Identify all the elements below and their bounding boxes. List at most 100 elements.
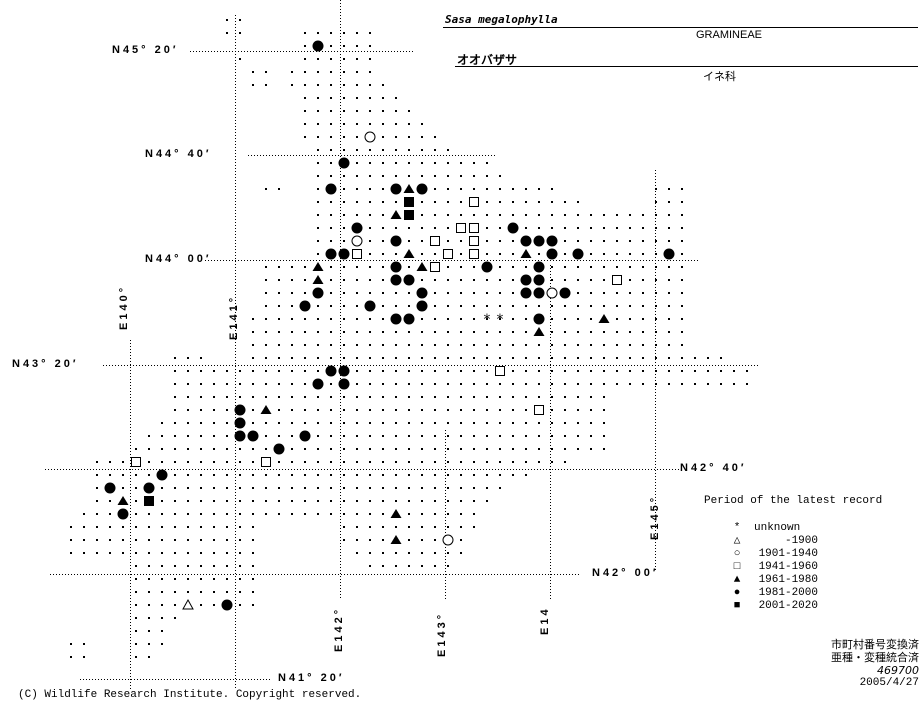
grid-dot (447, 383, 449, 385)
record-filled-circle (559, 287, 571, 299)
grid-dot (343, 461, 345, 463)
grid-dot (369, 448, 371, 450)
grid-dot (278, 266, 280, 268)
grid-dot (512, 396, 514, 398)
grid-dot (434, 318, 436, 320)
grid-dot (252, 383, 254, 385)
grid-dot (434, 279, 436, 281)
grid-dot (395, 526, 397, 528)
grid-dot (486, 253, 488, 255)
grid-dot (590, 292, 592, 294)
grid-dot (395, 409, 397, 411)
grid-dot (486, 461, 488, 463)
grid-dot (603, 357, 605, 359)
grid-dot (603, 253, 605, 255)
grid-dot (226, 500, 228, 502)
grid-dot (343, 188, 345, 190)
grid-dot (681, 253, 683, 255)
grid-dot (642, 214, 644, 216)
grid-dot (434, 357, 436, 359)
grid-dot (317, 422, 319, 424)
grid-dot (486, 487, 488, 489)
grid-dot (486, 175, 488, 177)
grid-dot (70, 656, 72, 658)
grid-dot (369, 552, 371, 554)
grid-dot (499, 422, 501, 424)
record-filled-circle (390, 183, 402, 195)
grid-dot (590, 409, 592, 411)
grid-dot (200, 513, 202, 515)
grid-dot (616, 266, 618, 268)
grid-dot (499, 409, 501, 411)
grid-dot (538, 435, 540, 437)
grid-dot (343, 474, 345, 476)
grid-dot (304, 110, 306, 112)
grid-dot (304, 396, 306, 398)
grid-dot (135, 630, 137, 632)
grid-dot (460, 214, 462, 216)
grid-dot (304, 357, 306, 359)
grid-dot (408, 266, 410, 268)
grid-dot (564, 422, 566, 424)
grid-dot (200, 409, 202, 411)
grid-dot (369, 513, 371, 515)
grid-dot (564, 305, 566, 307)
grid-dot (213, 383, 215, 385)
grid-dot (577, 266, 579, 268)
grid-dot (317, 123, 319, 125)
grid-dot (434, 162, 436, 164)
grid-dot (382, 318, 384, 320)
grid-dot (187, 513, 189, 515)
japanese-name: オオバザサ (457, 53, 518, 67)
grid-dot (200, 435, 202, 437)
grid-dot (473, 292, 475, 294)
grid-dot (486, 201, 488, 203)
grid-dot (213, 474, 215, 476)
grid-dot (681, 344, 683, 346)
grid-dot (291, 487, 293, 489)
grid-dot (421, 279, 423, 281)
grid-dot (226, 591, 228, 593)
grid-dot (395, 474, 397, 476)
grid-dot (642, 383, 644, 385)
grid-dot (174, 487, 176, 489)
grid-dot (252, 500, 254, 502)
grid-dot (330, 474, 332, 476)
grid-dot (395, 97, 397, 99)
grid-dot (434, 539, 436, 541)
grid-dot (551, 318, 553, 320)
grid-dot (460, 474, 462, 476)
grid-dot (421, 396, 423, 398)
grid-dot (577, 396, 579, 398)
record-filled-triangle (520, 249, 532, 258)
grid-dot (434, 227, 436, 229)
grid-dot (460, 175, 462, 177)
grid-dot (408, 149, 410, 151)
grid-dot (304, 461, 306, 463)
grid-dot (304, 58, 306, 60)
grid-dot (590, 357, 592, 359)
grid-dot (161, 617, 163, 619)
grid-dot (187, 383, 189, 385)
grid-dot (330, 71, 332, 73)
grid-dot (655, 318, 657, 320)
record-open-circle (364, 131, 376, 143)
grid-dot (226, 526, 228, 528)
grid-dot (655, 240, 657, 242)
grid-dot (187, 461, 189, 463)
grid-dot (538, 383, 540, 385)
grid-dot (512, 357, 514, 359)
grid-dot (278, 513, 280, 515)
grid-dot (382, 448, 384, 450)
grid-dot (382, 435, 384, 437)
record-open-square (131, 457, 141, 467)
grid-dot (668, 344, 670, 346)
grid-dot (434, 149, 436, 151)
grid-dot (330, 435, 332, 437)
grid-dot (291, 513, 293, 515)
grid-dot (226, 396, 228, 398)
grid-dot (395, 383, 397, 385)
grid-dot (421, 123, 423, 125)
grid-dot (369, 227, 371, 229)
